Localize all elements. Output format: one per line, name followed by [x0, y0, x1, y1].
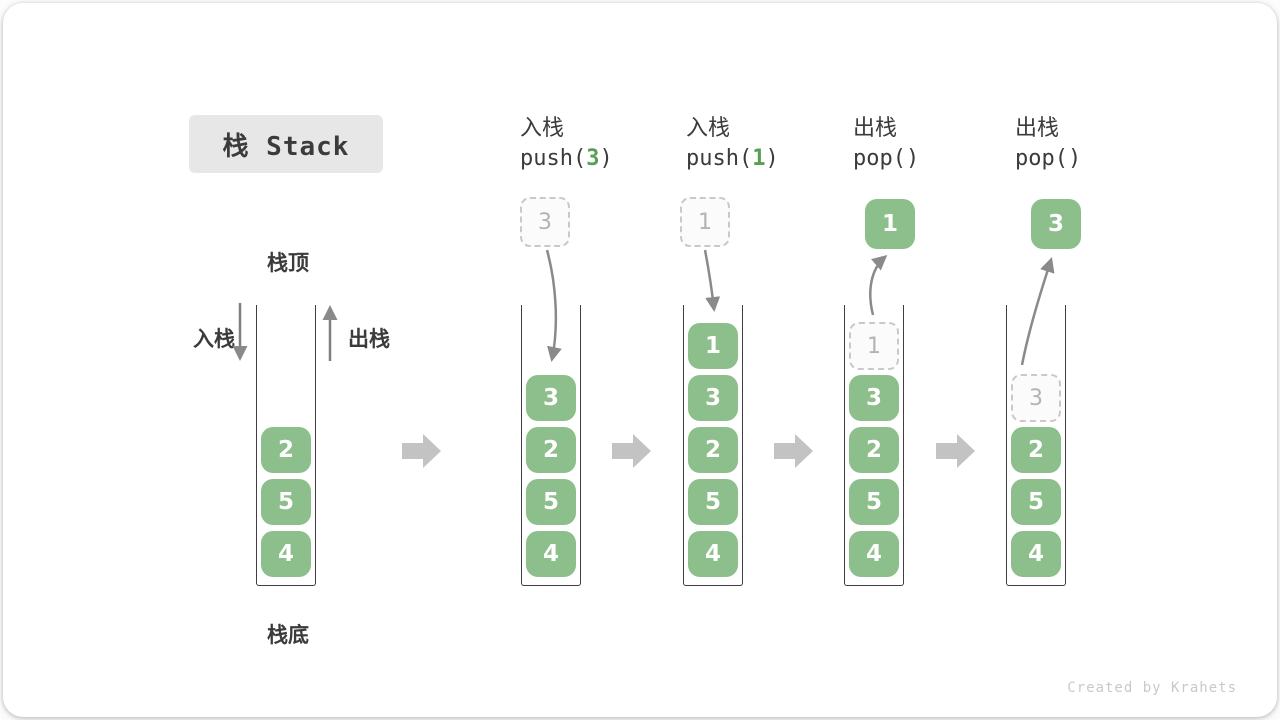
arrows-layer [232, 249, 1055, 468]
stack-block: 5 [261, 479, 311, 525]
stack-block: 1 [688, 323, 738, 369]
op-4-code-post: ) [1067, 146, 1082, 171]
stack-block: 2 [526, 427, 576, 473]
op-3-name: 出栈 [853, 116, 898, 141]
stack-block: 4 [261, 531, 311, 577]
op-2-code-arg: 1 [752, 146, 766, 171]
stack-block: 2 [849, 427, 899, 473]
popped-value-box: 3 [1031, 199, 1081, 249]
push-value-box: 3 [520, 197, 570, 247]
stack-block: 3 [849, 375, 899, 421]
op-3-code: pop() [853, 146, 919, 171]
op-4-name: 出栈 [1015, 116, 1060, 141]
stack-2 [521, 305, 581, 586]
stack-block: 4 [849, 531, 899, 577]
op-2-code-pre: push( [686, 146, 753, 171]
push-side-label: 入栈 [193, 327, 235, 351]
stack-block: 4 [526, 531, 576, 577]
stack-block: 2 [261, 427, 311, 473]
op-1-code-post: ) [599, 146, 613, 171]
popped-value-box: 1 [865, 199, 915, 249]
page-title: 栈 Stack [189, 115, 383, 173]
stack-1 [256, 305, 316, 586]
ghost-block: 3 [1011, 374, 1061, 422]
op-1-name: 入栈 [520, 116, 565, 141]
op-2-code: push(1) [686, 146, 779, 171]
ghost-block: 1 [849, 322, 899, 370]
op-4-code-pre: pop( [1015, 146, 1068, 171]
stack-block: 3 [526, 375, 576, 421]
stack-block: 2 [1011, 427, 1061, 473]
pop-side-label: 出栈 [348, 327, 390, 351]
stack-3 [683, 305, 743, 586]
watermark: Created by Krahets [1067, 680, 1237, 696]
stack-block: 5 [1011, 479, 1061, 525]
op-1-code: push(3) [520, 146, 613, 171]
stack-block: 4 [1011, 531, 1061, 577]
stack-top-label: 栈顶 [267, 251, 309, 275]
push-1-arrow-icon [703, 249, 721, 312]
stack-4 [844, 305, 904, 586]
diagram-card: 栈 Stack 入栈 push(3) 入栈 push(1) 出栈 pop() 出… [3, 3, 1277, 717]
stack-block: 5 [849, 479, 899, 525]
op-1-code-pre: push( [520, 146, 587, 171]
op-2-code-post: ) [765, 146, 779, 171]
op-4-code: pop() [1015, 146, 1081, 171]
push-value-box: 1 [680, 197, 730, 247]
stack-block: 5 [526, 479, 576, 525]
op-2-name: 入栈 [686, 116, 731, 141]
stack-bottom-label: 栈底 [267, 623, 309, 647]
stack-block: 5 [688, 479, 738, 525]
stack-block: 3 [688, 375, 738, 421]
stack-block: 2 [688, 427, 738, 473]
op-3-code-pre: pop( [853, 146, 906, 171]
op-3-code-post: ) [905, 146, 920, 171]
stack-block: 4 [688, 531, 738, 577]
op-1-code-arg: 3 [586, 146, 600, 171]
stack-5 [1006, 305, 1066, 586]
